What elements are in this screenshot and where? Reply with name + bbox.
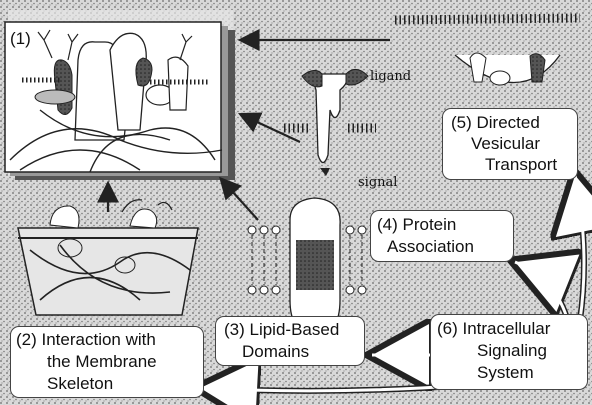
mechanism-6-line2: Signaling (477, 340, 547, 361)
mechanism-5-line3: Transport (485, 154, 557, 175)
mechanism-3-line2: Domains (242, 341, 309, 362)
ligand-label: ligand (370, 66, 411, 87)
mechanism-4-line1: (4) Protein (377, 214, 456, 235)
mechanism-5-box: (5) Directed Vesicular Transport (442, 108, 578, 180)
mechanism-6-line1: (6) Intracellular (437, 318, 550, 339)
mechanism-2-line1: (2) Interaction with (16, 329, 156, 350)
mechanism-3-box: (3) Lipid-Based Domains (215, 316, 365, 366)
mechanism-4-box: (4) Protein Association (370, 210, 514, 262)
mechanism-5-line2: Vesicular (471, 133, 540, 154)
signal-label: signal (358, 172, 397, 193)
mechanism-2-line3: Skeleton (47, 373, 113, 394)
mechanism-2-line2: the Membrane (47, 351, 157, 372)
mechanism-3-line1: (3) Lipid-Based (224, 319, 339, 340)
mechanism-2-box: (2) Interaction with the Membrane Skelet… (10, 326, 204, 398)
panel-1-label: (1) (10, 28, 31, 49)
mechanism-4-line2: Association (387, 236, 474, 257)
mechanism-6-box: (6) Intracellular Signaling System (430, 314, 588, 390)
panel-1-membrane-view (5, 22, 235, 180)
mechanism-5-line1: (5) Directed (451, 112, 540, 133)
mechanism-6-line3: System (477, 362, 534, 383)
